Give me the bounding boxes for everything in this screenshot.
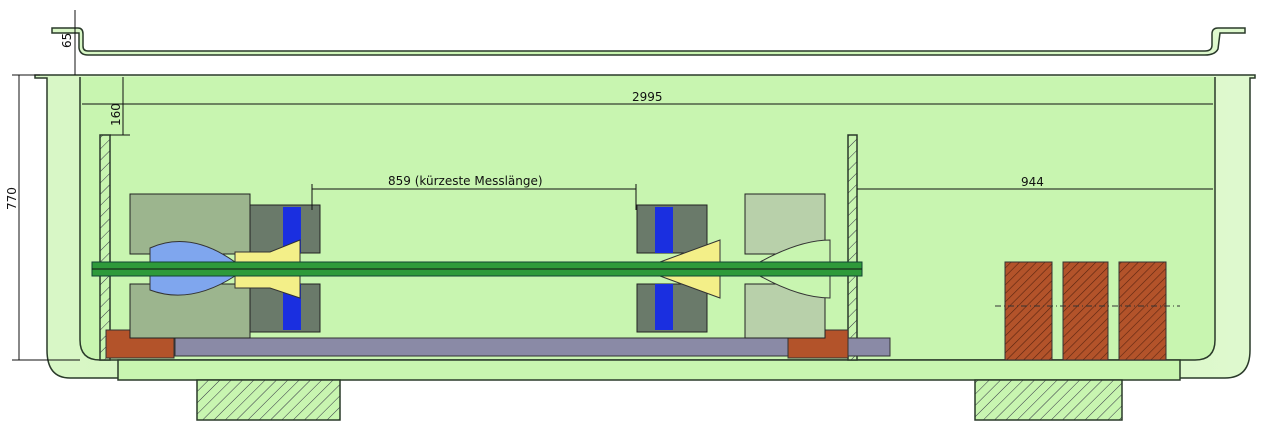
right-coil-assembly (636, 193, 831, 339)
right-foot (974, 379, 1123, 421)
dimension-total-length: 2995 (82, 90, 1213, 105)
svg-text:770: 770 (5, 187, 19, 210)
svg-text:2995: 2995 (632, 90, 663, 104)
left-foot (196, 379, 341, 421)
svg-text:160: 160 (109, 103, 123, 126)
copper-weight (1062, 261, 1109, 361)
dimension-shortest-measuring-length: 859 (kürzeste Messlänge) (311, 174, 637, 210)
tank-base (117, 359, 1181, 381)
dimension-lid-height: 65 (60, 10, 76, 75)
copper-weight (1118, 261, 1167, 361)
copper-weight (1004, 261, 1053, 361)
svg-text:944: 944 (1021, 175, 1044, 189)
dimension-total-height: 770 (5, 74, 80, 361)
lid (51, 27, 1246, 56)
dimension-right-clearance: 944 (857, 175, 1213, 190)
copper-weights (995, 261, 1180, 361)
bottom-pipe (174, 337, 891, 357)
left-coil-assembly (129, 193, 321, 339)
svg-text:859 (kürzeste Messlänge): 859 (kürzeste Messlänge) (388, 174, 543, 188)
svg-text:65: 65 (60, 33, 74, 48)
left-support-plate (99, 134, 111, 361)
right-support-plate (847, 134, 858, 361)
dimension-top-clearance: 160 (109, 77, 130, 136)
